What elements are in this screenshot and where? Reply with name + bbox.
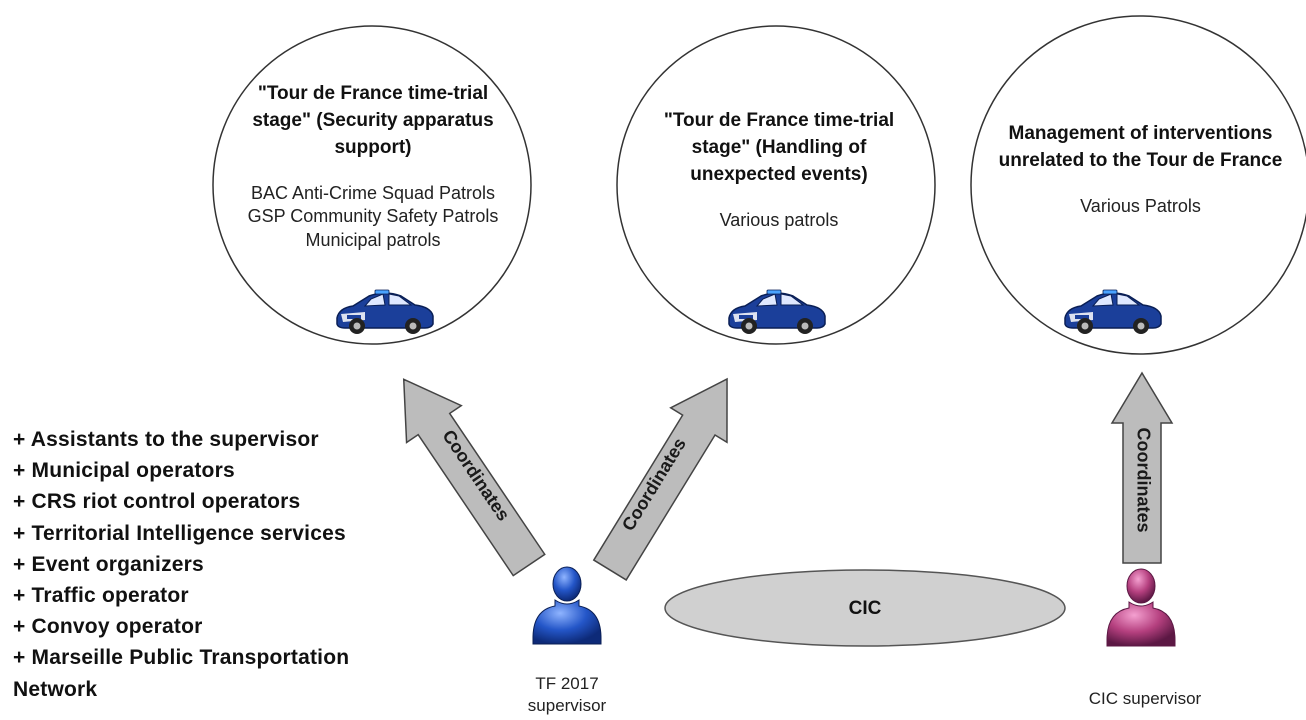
circle-3-body: Various Patrols (978, 195, 1303, 218)
tf-supervisor-person-icon (532, 566, 602, 645)
arrow-right-label: Coordinates (1133, 427, 1153, 532)
arrow-right: Coordinates (1110, 371, 1174, 564)
list-item: + CRS riot control operators (13, 490, 301, 514)
circle-1-body: BAC Anti-Crime Squad Patrols GSP Communi… (238, 182, 508, 252)
cic-ellipse (664, 569, 1066, 647)
list-item: + Territorial Intelligence services (13, 521, 346, 545)
circle-1-line: Municipal patrols (305, 229, 441, 250)
list-item: + Event organizers (13, 552, 204, 576)
arrow-middle: Coordinates (592, 377, 728, 581)
list-item: + Municipal operators (13, 459, 235, 483)
circle-unexpected-events (616, 25, 936, 345)
list-item: + Assistants to the supervisor (13, 428, 319, 451)
circle-2-line: Various patrols (719, 209, 839, 230)
circle-3-content: Management of interventions unrelated to… (978, 121, 1303, 218)
circle-1-content: "Tour de France time-trial stage" (Secur… (238, 81, 508, 252)
circle-2-title: "Tour de France time-trial stage" (Handl… (663, 110, 895, 185)
list-item: + Traffic operator (13, 584, 189, 608)
arrow-left: Coordinates (402, 378, 546, 577)
circle-2-body: Various patrols (638, 209, 920, 232)
cic-supervisor-person-icon (1106, 568, 1176, 647)
cic-supervisor-label: CIC supervisor (1088, 689, 1202, 708)
cic-label: CIC (849, 598, 882, 619)
circle-1-title: "Tour de France time-trial stage" (Secur… (252, 83, 494, 158)
list-item: + Marseille Public Transportation (13, 646, 350, 670)
circle-1-line: GSP Community Safety Patrols (247, 206, 499, 227)
circle-1-line: BAC Anti-Crime Squad Patrols (250, 182, 496, 203)
circle-2-content: "Tour de France time-trial stage" (Handl… (638, 108, 920, 232)
circle-3-title: Management of interventions unrelated to… (998, 123, 1283, 171)
circle-3-line: Various Patrols (1080, 195, 1201, 216)
tf-supervisor-label: TF 2017 supervisor (527, 674, 607, 716)
stakeholder-list: + Assistants to the supervisor + Municip… (13, 424, 349, 705)
circle-security-support (212, 25, 532, 345)
circle-unrelated-interventions (970, 15, 1306, 355)
list-item: + Convoy operator (13, 615, 203, 639)
list-item: Network (13, 677, 98, 701)
